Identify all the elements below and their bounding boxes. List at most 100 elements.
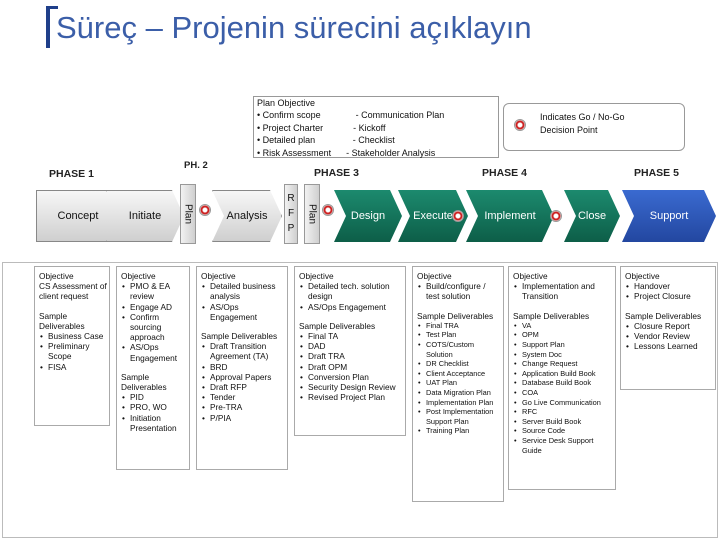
deliverable-item: OPM: [513, 330, 613, 340]
objective-item: Project Closure: [625, 291, 713, 301]
deliverable-item: Draft TRA: [299, 351, 403, 361]
execute-details: Objective Build/configure / test solutio…: [412, 266, 504, 502]
deliverable-item: Final TRA: [417, 321, 501, 331]
gate-icon-implement: [550, 210, 562, 222]
step-initiate-label: Initiate: [128, 210, 162, 222]
deliverables-heading: Sample Deliverables: [417, 310, 494, 321]
deliverable-item: Closure Report: [625, 321, 713, 331]
step-support-label: Support: [649, 210, 689, 222]
analysis-details: Objective Detailed business analysis AS/…: [196, 266, 288, 470]
step-rfp: R F P: [284, 184, 298, 244]
step-plan-1-label: Plan: [182, 203, 194, 225]
step-design: Design: [334, 190, 402, 242]
objective-item: PMO & EA review: [121, 281, 187, 301]
design-details: Objective Detailed tech. solution design…: [294, 266, 406, 436]
deliverable-item: Revised Project Plan: [299, 392, 403, 402]
phase-5-label: PHASE 5: [634, 167, 679, 179]
phase-3-label: PHASE 3: [314, 167, 359, 179]
gate-icon-plan-2: [322, 204, 334, 216]
step-plan-2: Plan: [304, 184, 320, 244]
objective-item: Detailed business analysis: [201, 281, 285, 301]
deliverable-item: DAD: [299, 341, 403, 351]
deliverable-item: FISA: [39, 362, 107, 372]
objective-item: Implementation and Transition: [513, 281, 613, 301]
support-details: Objective Handover Project Closure Sampl…: [620, 266, 716, 390]
step-initiate: Initiate: [106, 190, 184, 242]
gate-icon-execute: [452, 210, 464, 222]
phase-2-label: PH. 2: [184, 160, 208, 171]
deliverable-item: Data Migration Plan: [417, 388, 501, 398]
deliverable-item: Server Build Book: [513, 417, 613, 427]
step-design-label: Design: [350, 210, 386, 222]
implement-details: Objective Implementation and Transition …: [508, 266, 616, 490]
objective-item: Build/configure / test solution: [417, 281, 501, 301]
gate-icon: [514, 119, 526, 131]
deliverable-item: Pre-TRA: [201, 402, 285, 412]
step-concept: Concept: [36, 190, 120, 242]
deliverables-heading: Sample Deliverables: [513, 310, 590, 321]
legend-text: Indicates Go / No-Go Decision Point: [540, 112, 625, 135]
objective-item: AS/Ops Engagement: [299, 302, 403, 312]
deliverable-item: COA: [513, 388, 613, 398]
deliverable-item: VA: [513, 321, 613, 331]
deliverable-item: Support Plan: [513, 340, 613, 350]
deliverable-item: Lessons Learned: [625, 341, 713, 351]
deliverables-heading: Sample Deliverables: [299, 320, 376, 331]
deliverable-item: UAT Plan: [417, 378, 501, 388]
objective-heading: Objective: [201, 271, 236, 281]
deliverable-item: Source Code: [513, 426, 613, 436]
gate-icon-plan-1: [199, 204, 211, 216]
deliverable-item: BRD: [201, 362, 285, 372]
deliverable-item: Approval Papers: [201, 372, 285, 382]
step-plan-2-label: Plan: [306, 203, 318, 225]
deliverable-item: Final TA: [299, 331, 403, 341]
deliverable-item: DR Checklist: [417, 359, 501, 369]
deliverable-item: P/PIA: [201, 413, 285, 423]
objective-heading: Objective: [625, 271, 660, 281]
step-implement: Implement: [466, 190, 554, 242]
step-rfp-letter: F: [287, 208, 295, 219]
objective-item: AS/Ops Engagement: [121, 342, 187, 362]
deliverable-item: Client Acceptance: [417, 369, 501, 379]
objective-heading: Objective: [417, 271, 452, 281]
deliverable-item: Go Live Communication: [513, 398, 613, 408]
objective-item: Confirm sourcing approach: [121, 312, 187, 343]
deliverable-item: RFC: [513, 407, 613, 417]
deliverable-item: Tender: [201, 392, 285, 402]
deliverables-heading: Sample Deliverables: [201, 331, 278, 342]
objective-item: Handover: [625, 281, 713, 291]
deliverable-item: Application Build Book: [513, 369, 613, 379]
deliverable-item: Draft Transition Agreement (TA): [201, 341, 285, 361]
deliverable-item: Training Plan: [417, 426, 501, 436]
deliverable-item: PID: [121, 392, 187, 402]
deliverable-item: Preliminary Scope: [39, 341, 107, 361]
deliverable-item: Database Build Book: [513, 378, 613, 388]
deliverable-item: Draft RFP: [201, 382, 285, 392]
deliverable-item: PRO, WO: [121, 402, 187, 412]
deliverable-item: Test Plan: [417, 330, 501, 340]
step-close-label: Close: [577, 210, 607, 222]
concept-details: Objective CS Assessment of client reques…: [34, 266, 110, 426]
step-execute-label: Execute: [413, 210, 453, 222]
deliverable-item: Change Request: [513, 359, 613, 369]
step-analysis-label: Analysis: [226, 210, 268, 222]
phase-1-label: PHASE 1: [49, 168, 94, 180]
title-accent-top: [46, 6, 58, 9]
step-analysis: Analysis: [212, 190, 282, 242]
deliverable-item: Conversion Plan: [299, 372, 403, 382]
step-close: Close: [564, 190, 620, 242]
deliverable-item: Service Desk Support Guide: [513, 436, 613, 455]
step-rfp-letter: R: [287, 193, 295, 204]
step-plan-1: Plan: [180, 184, 196, 244]
objective-heading: Objective: [299, 271, 334, 281]
objective-heading: Objective: [121, 271, 156, 281]
deliverable-item: Initiation Presentation: [121, 413, 187, 433]
deliverable-item: Draft OPM: [299, 362, 403, 372]
deliverable-item: Vendor Review: [625, 331, 713, 341]
page-title: Süreç – Projenin sürecini açıklayın: [56, 10, 532, 45]
deliverables-heading: Sample Deliverables: [121, 371, 167, 393]
deliverables-heading: Sample Deliverables: [39, 310, 85, 331]
deliverable-item: Business Case: [39, 331, 107, 341]
objective-heading: Objective: [39, 271, 74, 281]
step-implement-label: Implement: [484, 210, 536, 222]
